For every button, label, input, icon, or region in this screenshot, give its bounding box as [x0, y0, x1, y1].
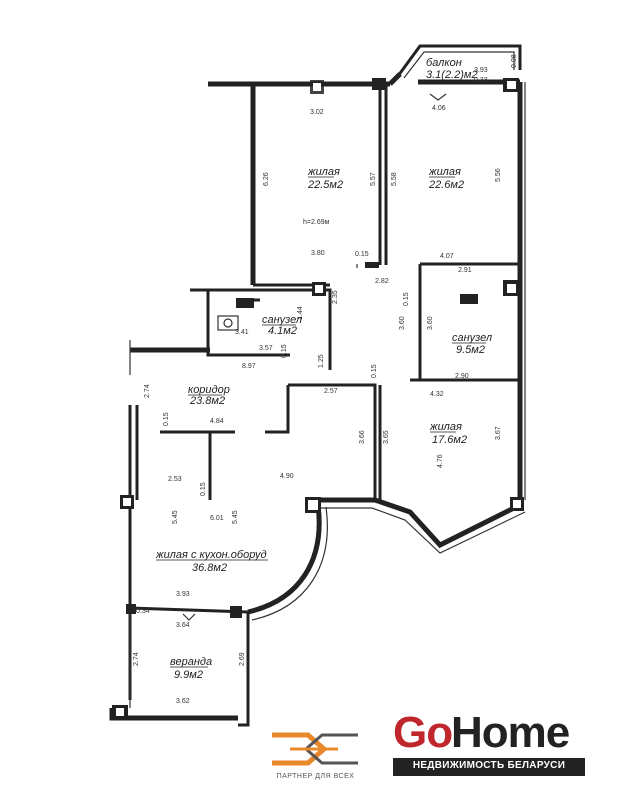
dim-label: 0.34: [136, 608, 150, 615]
dim-label: 2.74: [144, 384, 151, 398]
dim-label: 2.35: [332, 290, 339, 304]
room-labels: балкон 3.1(2.2)м2 жилая 22.5м2 h=2.69м ж…: [155, 57, 492, 681]
dim-label: 2.53: [168, 476, 182, 483]
logo-go-text: Go: [393, 708, 453, 757]
dim-label: 2.91: [458, 267, 472, 274]
dim-label: 0.15: [403, 292, 410, 306]
living2-area: 22.6м2: [428, 179, 464, 191]
dim-label: 3.02: [310, 109, 324, 116]
dim-label: 3.67: [495, 426, 502, 440]
dim-label: 3.80: [311, 250, 325, 257]
dim-label: 2.69: [239, 652, 246, 666]
dim-label: 4.90: [280, 473, 294, 480]
balcony-area: 3.1(2.2)м2: [426, 69, 478, 81]
dim-label: 3.66: [359, 430, 366, 444]
partner-caption: ПАРТНЕР ДЛЯ ВСЕХ: [276, 773, 355, 780]
dim-label: 1.25: [318, 354, 325, 368]
living3-label: жилая: [429, 421, 462, 433]
living1-area: 22.5м2: [307, 179, 343, 191]
dim-label: 6.26: [263, 172, 270, 186]
dim-label: 0.15: [281, 344, 288, 358]
dim-label: 0.15: [200, 482, 207, 496]
dim-label: 3.93: [176, 591, 190, 598]
dim-label: 3.62: [176, 698, 190, 705]
dim-label: 3.64: [176, 622, 190, 629]
dim-label: 1.44: [297, 306, 304, 320]
walls: [109, 44, 526, 727]
dim-label: 0.15: [371, 364, 378, 378]
dim-label: 0.33: [474, 77, 488, 84]
dim-label: 6.01: [210, 515, 224, 522]
dim-label: 3.41: [235, 329, 249, 336]
dim-label: 5.45: [232, 510, 239, 524]
partner-logo-mark: [272, 732, 358, 766]
balcony-label: балкон: [426, 57, 462, 69]
living1-height: h=2.69м: [303, 219, 330, 226]
logo-tagline: НЕДВИЖИМОСТЬ БЕЛАРУСИ: [412, 760, 566, 771]
dim-label: 5.56: [495, 168, 502, 182]
dim-label: 3.60: [399, 316, 406, 330]
door-marks: [182, 93, 447, 621]
dim-label: 4.32: [430, 391, 444, 398]
corridor-label: коридор: [188, 384, 230, 396]
dim-label: 4.84: [210, 418, 224, 425]
dim-label: 0.15: [163, 412, 170, 426]
corridor-area: 23.8м2: [189, 395, 225, 407]
living1-label: жилая: [307, 166, 340, 178]
living3-area: 17.6м2: [432, 434, 467, 446]
dim-label: 3.65: [383, 430, 390, 444]
partner-logo: ПАРТНЕР ДЛЯ ВСЕХ: [268, 727, 363, 787]
bathroom-fixtures: [217, 315, 239, 331]
dim-label: 3.57: [259, 345, 273, 352]
bathroom1-label: санузел: [262, 314, 302, 326]
dim-label: 0.08: [511, 54, 518, 68]
bathroom2-area: 9.5м2: [456, 344, 485, 356]
gohome-logo: Go Home НЕДВИЖИМОСТЬ БЕЛАРУСИ: [393, 708, 593, 780]
dim-label: 4.06: [432, 105, 446, 112]
living-kitchen-area: 36.8м2: [192, 562, 227, 574]
dim-label: 8.97: [242, 363, 256, 370]
dim-label: 2.90: [455, 373, 469, 380]
logo-tagline-bar: [393, 758, 585, 776]
living2-label: жилая: [428, 166, 461, 178]
bathroom1-area: 4.1м2: [268, 325, 297, 337]
dim-label: 4.76: [437, 454, 444, 468]
veranda-area: 9.9м2: [174, 669, 203, 681]
dim-label: 3.93: [474, 67, 488, 74]
dimension-labels-vertical: 0.08 6.26 5.57 5.58 5.56 2.35 0.15 1.44 …: [133, 54, 518, 666]
dim-label: 4.07: [440, 253, 454, 260]
dim-label: 5.45: [172, 510, 179, 524]
dim-label: 2.74: [133, 652, 140, 666]
living-kitchen-label: жилая с кухон.оборуд: [155, 549, 267, 561]
dim-label: 3.60: [427, 316, 434, 330]
dim-label: 5.57: [370, 172, 377, 186]
bathroom2-label: санузел: [452, 332, 492, 344]
dim-label: 2.57: [324, 388, 338, 395]
veranda-label: веранда: [170, 656, 212, 668]
dim-label: 2.82: [375, 278, 389, 285]
dim-label: 5.58: [391, 172, 398, 186]
logo-home-text: Home: [451, 708, 570, 757]
dim-label: 0.15: [355, 251, 369, 258]
dimension-labels: 3.02 4.06 3.93 0.33 3.80 0.15 2.82 4.07 …: [136, 67, 488, 705]
pillars: [112, 78, 524, 719]
